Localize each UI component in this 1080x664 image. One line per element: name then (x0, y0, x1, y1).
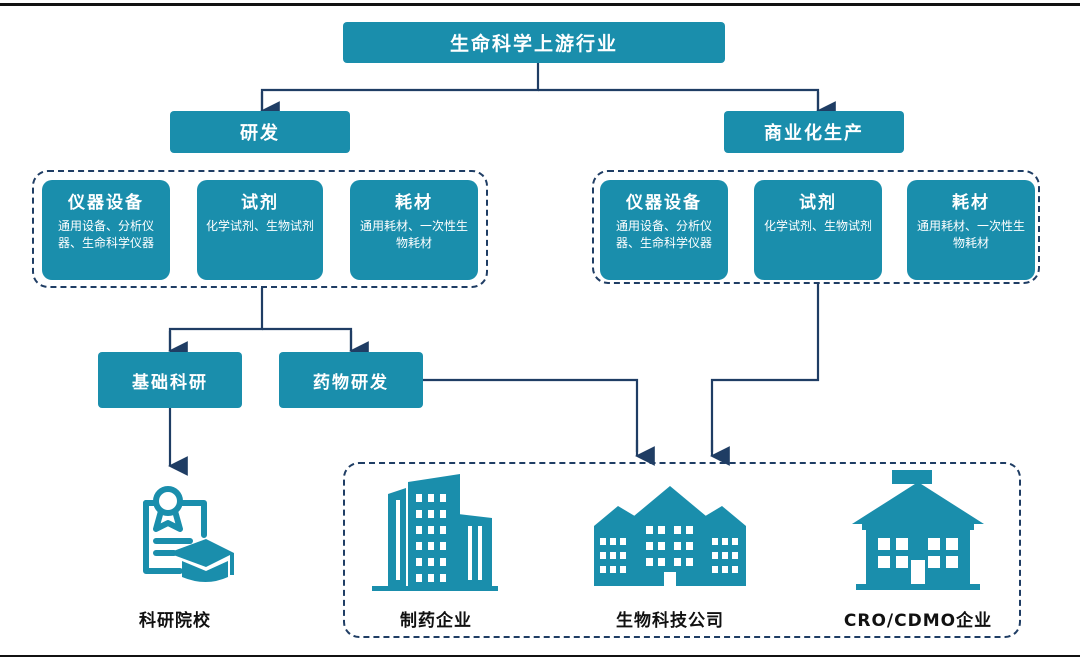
connector-commercial (710, 284, 820, 452)
card-title: 试剂 (241, 193, 279, 213)
cro-label: CRO/CDMO企业 (843, 611, 993, 631)
biotech-label: 生物科技公司 (616, 611, 724, 631)
office-towers-icon (372, 474, 498, 591)
card-title: 耗材 (395, 193, 433, 213)
customers-group (343, 462, 1021, 638)
card-desc: 通用耗材、一次性生物耗材 (359, 219, 468, 250)
connector-top-right (538, 88, 820, 110)
university-label: 科研院校 (139, 611, 211, 631)
pharma-label: 制药企业 (400, 611, 472, 631)
card-title: 仪器设备 (626, 193, 702, 213)
commercial-card-instruments: 仪器设备 通用设备、分析仪器、生命科学仪器 (600, 180, 728, 280)
bottom-rule (0, 655, 1080, 657)
top-rule (0, 3, 1080, 6)
card-desc: 通用设备、分析仪器、生命科学仪器 (615, 219, 712, 250)
connector-rnd-down (168, 288, 264, 350)
card-desc: 化学试剂、生物试剂 (205, 219, 314, 233)
card-title: 试剂 (799, 193, 837, 213)
house-icon (852, 470, 984, 590)
commercial-group (592, 170, 1040, 284)
campus-building-icon (594, 486, 746, 586)
rnd-label: 研发 (240, 123, 280, 144)
rnd-box: 研发 (170, 111, 350, 153)
card-title: 仪器设备 (68, 193, 144, 213)
basic-research-box: 基础科研 (98, 352, 242, 408)
connector-drug (423, 378, 639, 452)
commercial-box: 商业化生产 (724, 111, 904, 153)
top-title-box: 生命科学上游行业 (343, 22, 725, 63)
commercial-card-reagents: 试剂 化学试剂、生物试剂 (754, 180, 882, 280)
card-desc: 通用耗材、一次性生物耗材 (916, 219, 1025, 250)
card-title: 耗材 (952, 193, 990, 213)
drug-research-label: 药物研发 (313, 372, 389, 393)
rnd-card-reagents: 试剂 化学试剂、生物试剂 (197, 180, 323, 280)
card-desc: 通用设备、分析仪器、生命科学仪器 (57, 219, 154, 250)
top-title: 生命科学上游行业 (449, 33, 618, 55)
rnd-card-instruments: 仪器设备 通用设备、分析仪器、生命科学仪器 (42, 180, 170, 280)
connector-top (260, 63, 540, 110)
rnd-card-consumables: 耗材 通用耗材、一次性生物耗材 (350, 180, 478, 280)
card-desc: 化学试剂、生物试剂 (763, 219, 872, 233)
rnd-group (32, 170, 488, 288)
commercial-card-consumables: 耗材 通用耗材、一次性生物耗材 (907, 180, 1035, 280)
drug-research-box: 药物研发 (279, 352, 423, 408)
commercial-label: 商业化生产 (764, 123, 864, 144)
basic-research-label: 基础科研 (132, 372, 208, 393)
certificate-graduation-icon (143, 486, 234, 582)
